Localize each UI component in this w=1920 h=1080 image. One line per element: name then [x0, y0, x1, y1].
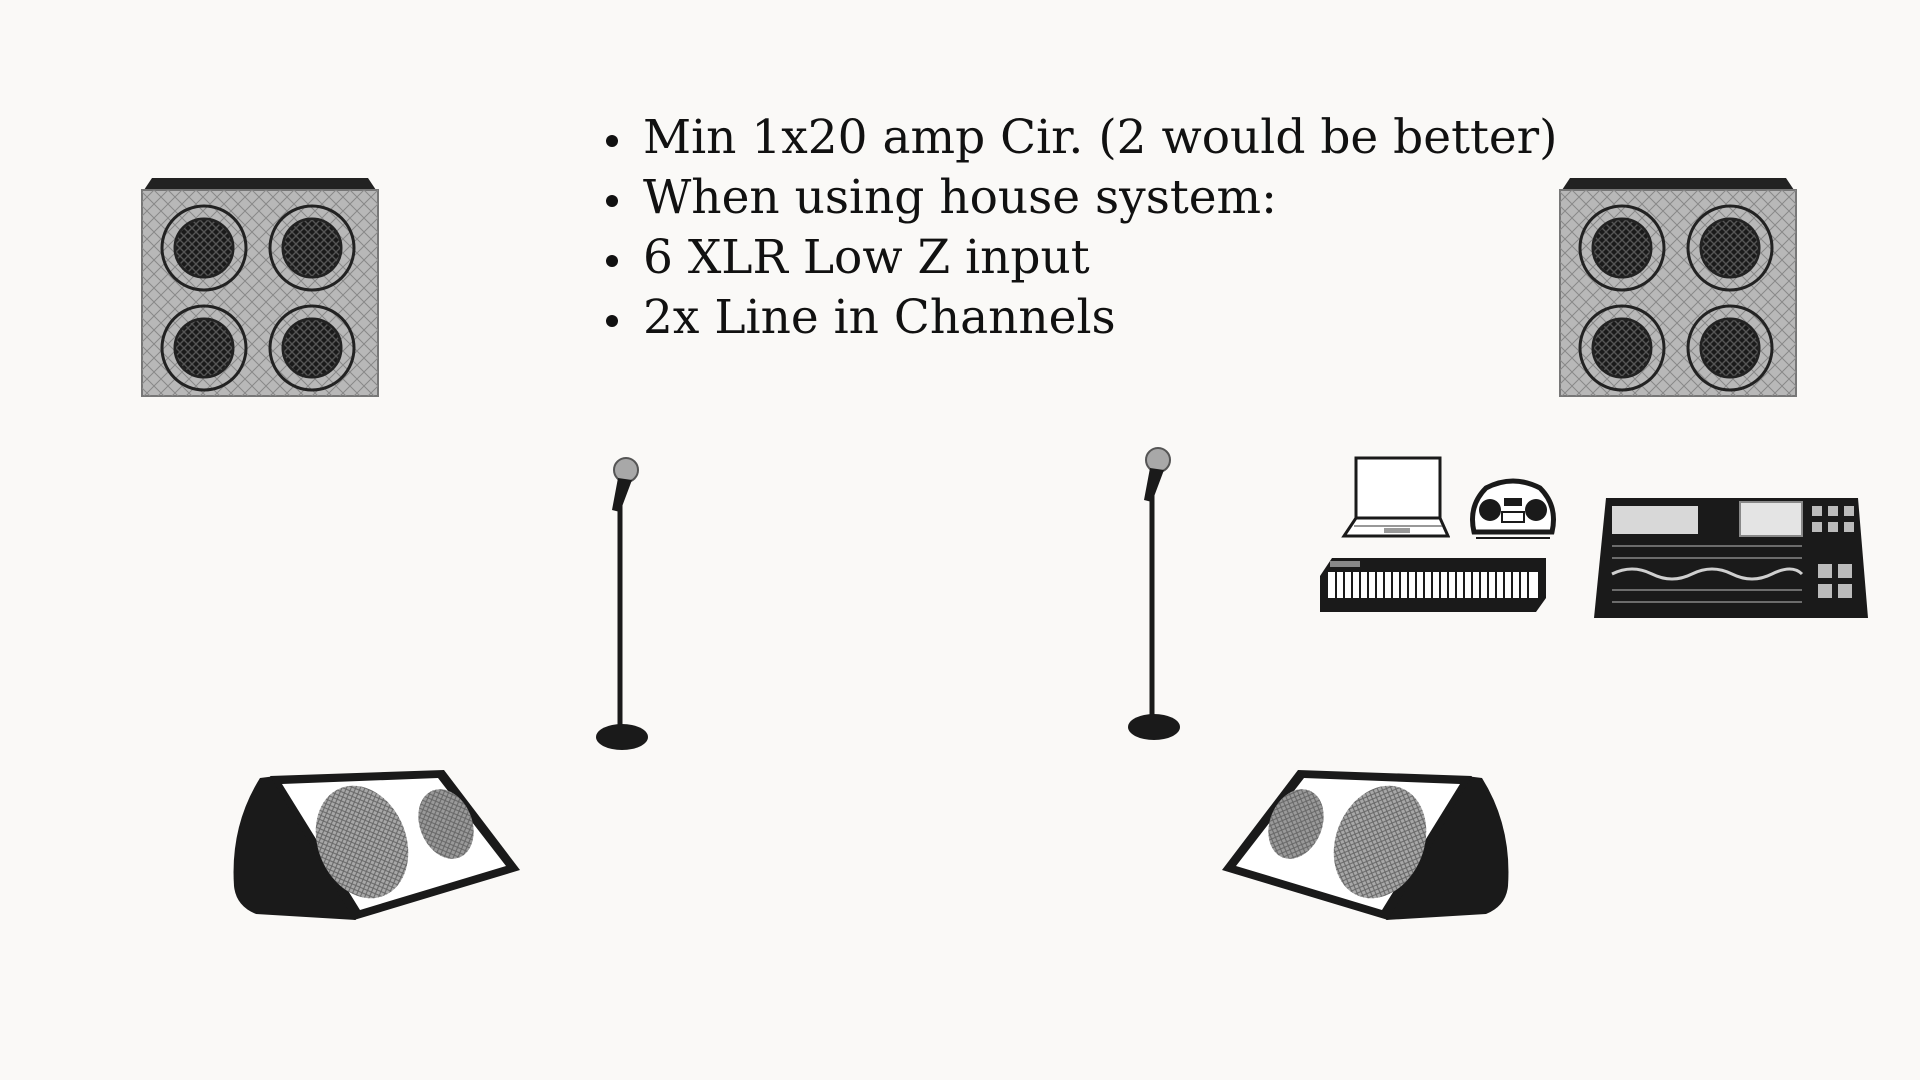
requirement-item: 6 XLR Low Z input: [600, 228, 1557, 288]
speaker-cabinet-icon: [1558, 176, 1798, 398]
microphone-stand-icon: [592, 454, 662, 754]
requirement-item: Min 1x20 amp Cir. (2 would be better): [600, 108, 1557, 168]
keyboard-icon: [1318, 556, 1548, 614]
requirement-item: 2x Line in Channels: [600, 288, 1557, 348]
requirements-list: Min 1x20 amp Cir. (2 would be better) Wh…: [600, 108, 1557, 348]
mixing-console-icon: [1592, 494, 1870, 624]
laptop-icon: [1340, 456, 1450, 542]
requirement-item: When using house system:: [600, 168, 1557, 228]
boombox-icon: [1466, 476, 1560, 542]
floor-monitor-icon: [226, 766, 526, 926]
speaker-cabinet-icon: [140, 176, 380, 398]
floor-monitor-icon: [1216, 766, 1516, 926]
microphone-stand-icon: [1124, 444, 1194, 744]
